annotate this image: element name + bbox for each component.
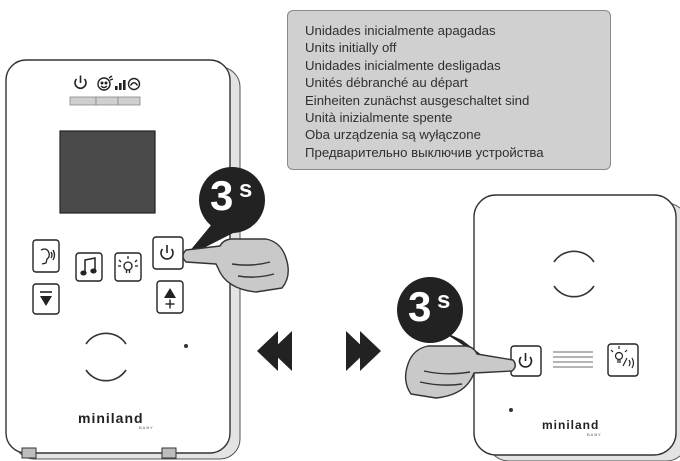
- parent-unit: [5, 59, 241, 460]
- double-arrow-left-icon: [257, 331, 292, 371]
- night-light-button[interactable]: [114, 252, 142, 282]
- notice-line: Units initially off: [305, 40, 397, 56]
- power-icon: [160, 245, 174, 260]
- notice-line: Unità inizialmente spente: [305, 110, 453, 126]
- notice-line: Предварительно выключив устройства: [305, 144, 544, 160]
- notice-box: Unidades inicialmente apagadas Units ini…: [287, 10, 611, 170]
- night-light-sound-button[interactable]: [607, 343, 639, 377]
- power-icon: [518, 353, 533, 368]
- baby-brand-logo: miniland: [542, 418, 600, 432]
- press-duration-digit: 3: [408, 283, 432, 330]
- baby-unit: [473, 194, 680, 461]
- night-light-icon: [118, 256, 138, 273]
- baby-mic-dot: [509, 408, 513, 412]
- volume-up-button[interactable]: [156, 280, 184, 314]
- volume-down-icon: [40, 291, 52, 306]
- power-icon: [74, 75, 87, 90]
- hand-pointer-icon: [182, 238, 289, 293]
- press-duration-unit: s: [239, 176, 253, 203]
- parent-subbrand: BABY: [139, 425, 154, 430]
- parent-unit-foot-left: [21, 447, 37, 459]
- notice-line: Unidades inicialmente apagadas: [305, 23, 496, 38]
- notice-line: Unités débranché au départ: [305, 75, 468, 91]
- speaker-grille: [553, 351, 593, 368]
- baby-unit-body: [473, 194, 677, 456]
- press-duration-unit: s: [437, 287, 451, 314]
- notice-line: Einheiten zunächst ausgeschaltet sind: [305, 92, 530, 108]
- notice-line: Oba urządzenia są wyłączone: [305, 127, 481, 143]
- talk-button[interactable]: [32, 239, 60, 273]
- parent-screen: [59, 130, 156, 214]
- parent-unit-foot-right: [161, 447, 177, 459]
- baby-subbrand: BABY: [587, 432, 602, 437]
- led-strip: [69, 96, 141, 106]
- notice-line: Unidades inicialmente desligadas: [305, 57, 501, 73]
- night-light-icon: [610, 346, 635, 369]
- hand-pointer-icon: [404, 345, 516, 399]
- volume-down-button[interactable]: [32, 283, 60, 315]
- press-duration-digit: 3: [210, 172, 234, 219]
- signal-bars-icon: [115, 80, 126, 90]
- notice-lines: Unidades inicialmente apagadas Units ini…: [305, 22, 544, 161]
- volume-up-icon: [164, 288, 176, 309]
- music-button[interactable]: [75, 252, 103, 282]
- battery-icon: [127, 77, 141, 91]
- parent-brand-logo: miniland: [78, 410, 144, 426]
- face-icon: [97, 75, 114, 91]
- parent-mic-ring: [85, 332, 127, 382]
- baby-power-button[interactable]: [510, 345, 542, 377]
- parent-mic-dot: [184, 344, 188, 348]
- talk-icon: [40, 248, 56, 265]
- music-note-icon: [80, 257, 97, 276]
- double-arrow-right-icon: [346, 331, 381, 371]
- baby-mic-ring: [553, 250, 595, 298]
- parent-power-button[interactable]: [152, 236, 184, 270]
